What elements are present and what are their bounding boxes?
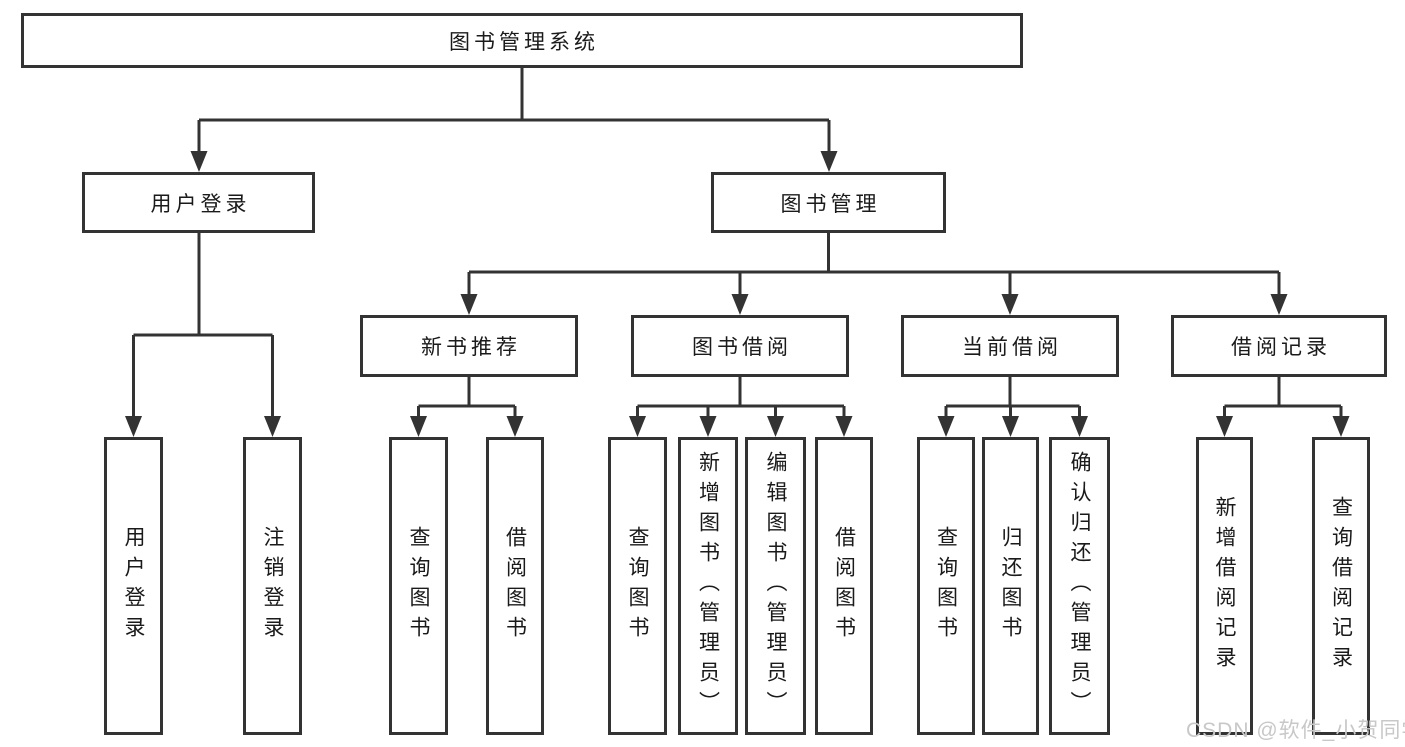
node-user-login: 用户登录: [82, 172, 315, 233]
node-query-books-recommend: 查询图书: [389, 437, 448, 735]
node-label: 查询图书: [626, 526, 649, 646]
arrowhead-icon: [125, 416, 142, 437]
node-query-books-current: 查询图书: [917, 437, 975, 735]
arrowhead-icon: [1332, 416, 1350, 437]
node-label: 用户登录: [150, 192, 251, 216]
node-borrowing-records: 借阅记录: [1171, 315, 1387, 377]
node-label: 图书借阅: [692, 336, 792, 359]
arrowhead-icon: [835, 416, 853, 437]
arrowhead-icon: [1071, 416, 1088, 437]
node-label: 归还图书: [999, 526, 1022, 646]
arrowhead-icon: [506, 416, 524, 437]
node-label: 新书推荐: [421, 336, 521, 359]
arrowhead-icon: [820, 151, 838, 172]
node-new-book-recommendation: 新书推荐: [360, 315, 578, 377]
arrowhead-icon: [460, 294, 478, 315]
node-query-books-borrow: 查询图书: [608, 437, 667, 735]
node-label: 确认归还（管理员）: [1068, 451, 1091, 721]
node-add-books-admin: 新增图书（管理员）: [678, 437, 738, 735]
arrowhead-icon: [264, 416, 281, 437]
arrowhead-icon: [937, 416, 955, 437]
arrowhead-icon: [1002, 416, 1019, 437]
node-library-management-system: 图书管理系统: [21, 13, 1023, 68]
arrowhead-icon: [410, 416, 427, 437]
arrowhead-icon: [699, 416, 717, 437]
node-logout: 注销登录: [243, 437, 302, 735]
node-label: 查询图书: [934, 526, 958, 646]
node-label: 当前借阅: [962, 336, 1062, 359]
node-confirm-return-admin: 确认归还（管理员）: [1049, 437, 1110, 735]
node-label: 图书管理系统: [449, 30, 599, 54]
arrowhead-icon: [731, 294, 749, 315]
arrowhead-icon: [190, 151, 208, 172]
node-label: 借阅记录: [1231, 336, 1331, 359]
node-label: 编辑图书（管理员）: [764, 451, 787, 721]
connector-root-to-level2: [190, 68, 838, 172]
node-label: 图书管理: [780, 192, 881, 216]
connector-bookborrow-to-leaves: [629, 377, 853, 437]
node-add-borrow-record: 新增借阅记录: [1196, 437, 1253, 735]
connector-newbook-to-leaves: [410, 377, 524, 437]
node-current-borrowing: 当前借阅: [901, 315, 1119, 377]
node-edit-books-admin: 编辑图书（管理员）: [745, 437, 806, 735]
connector-currentborrow-to-leaves: [937, 377, 1088, 437]
connector-records-to-leaves: [1216, 377, 1350, 437]
node-label: 借阅图书: [832, 526, 856, 646]
arrowhead-icon: [1001, 294, 1019, 315]
node-label: 查询借阅记录: [1329, 496, 1353, 676]
node-borrow-books: 借阅图书: [815, 437, 873, 735]
node-return-books: 归还图书: [982, 437, 1039, 735]
node-label: 用户登录: [122, 526, 145, 646]
connector-bookmgmt-to-level3: [460, 233, 1288, 315]
arrowhead-icon: [1216, 416, 1233, 437]
arrowhead-icon: [1270, 294, 1288, 315]
node-label: 借阅图书: [503, 526, 527, 646]
node-book-management: 图书管理: [711, 172, 946, 233]
node-query-borrow-record: 查询借阅记录: [1312, 437, 1370, 735]
node-label: 查询图书: [407, 526, 430, 646]
arrowhead-icon: [629, 416, 646, 437]
node-label: 新增图书（管理员）: [696, 451, 720, 721]
node-label: 新增借阅记录: [1213, 496, 1236, 676]
arrowhead-icon: [767, 416, 784, 437]
node-user-login-leaf: 用户登录: [104, 437, 163, 735]
node-borrow-books-recommend: 借阅图书: [486, 437, 544, 735]
node-label: 注销登录: [261, 526, 284, 646]
connector-userlogin-to-leaves: [125, 233, 281, 437]
csdn-watermark: CSDN @软件_小贺同学: [1186, 719, 1405, 742]
node-book-borrowing: 图书借阅: [631, 315, 849, 377]
